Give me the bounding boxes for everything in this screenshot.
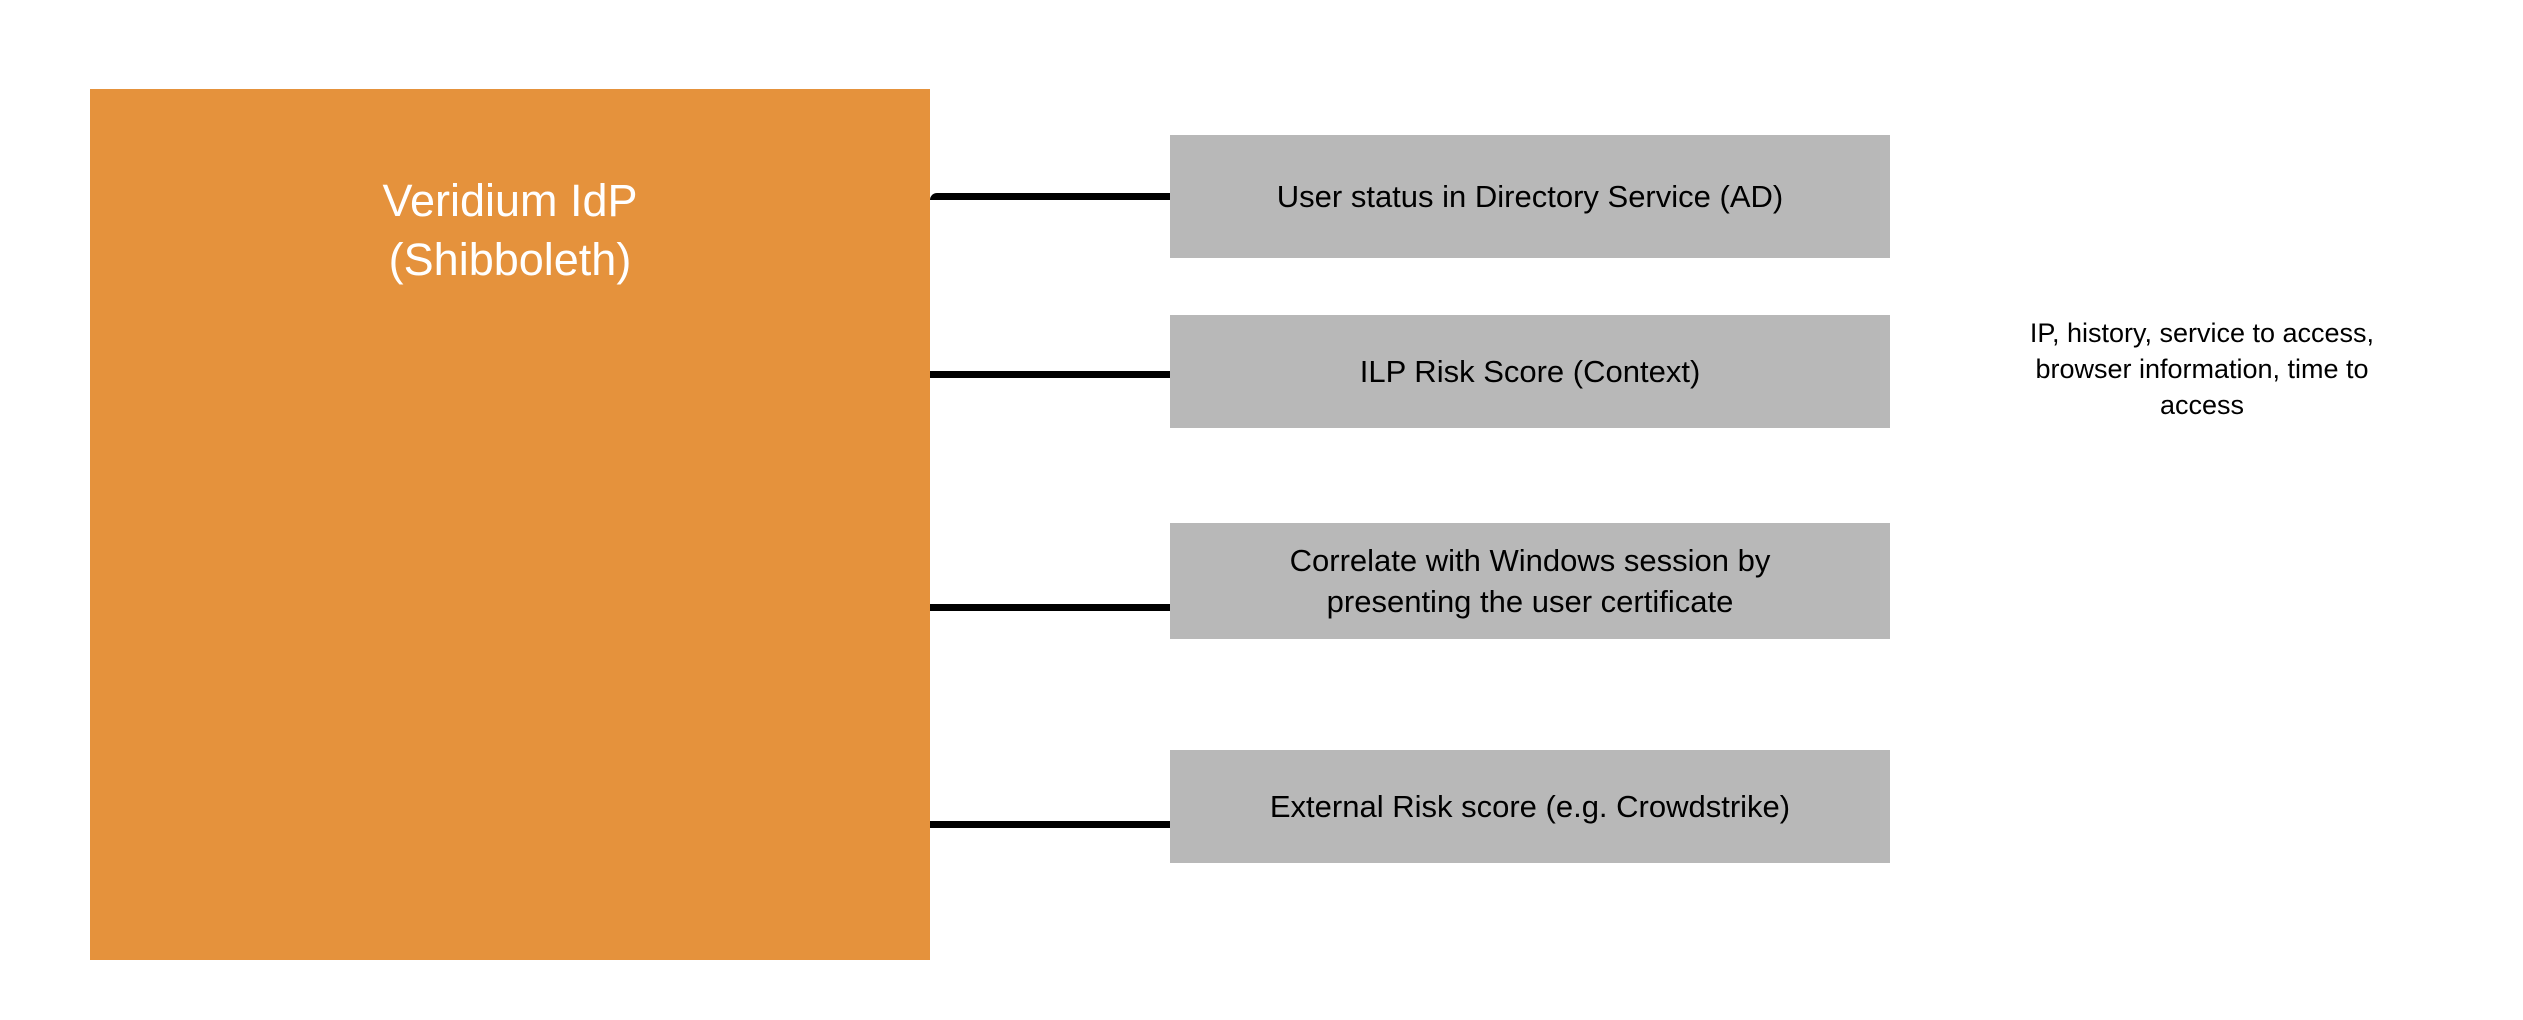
factor-box-windows-session-correlation[interactable]: Correlate with Windows session by presen… — [1170, 523, 1890, 639]
factor-label-ilp-risk-score: ILP Risk Score (Context) — [1359, 353, 1701, 389]
connector-line-windows-session-correlation — [930, 604, 1171, 611]
idp-node[interactable]: Veridium IdP (Shibboleth) — [90, 89, 930, 960]
idp-node-label: Veridium IdP (Shibboleth) — [382, 175, 638, 286]
factor-label-external-risk-score: External Risk score (e.g. Crowdstrike) — [1269, 788, 1791, 824]
factor-box-external-risk-score[interactable]: External Risk score (e.g. Crowdstrike) — [1170, 750, 1890, 863]
factor-box-user-status[interactable]: User status in Directory Service (AD) — [1170, 135, 1890, 258]
connector-line-external-risk-score — [930, 821, 1171, 828]
factor-box-ilp-risk-score[interactable]: ILP Risk Score (Context) — [1170, 315, 1890, 428]
connector-line-ilp-risk-score — [930, 371, 1171, 378]
factor-label-user-status: User status in Directory Service (AD) — [1276, 178, 1784, 214]
context-annotation: IP, history, service to access, browser … — [2029, 318, 2375, 420]
factor-label-windows-session-correlation: Correlate with Windows session by presen… — [1289, 542, 1771, 619]
connector-line-user-status — [930, 193, 1171, 200]
